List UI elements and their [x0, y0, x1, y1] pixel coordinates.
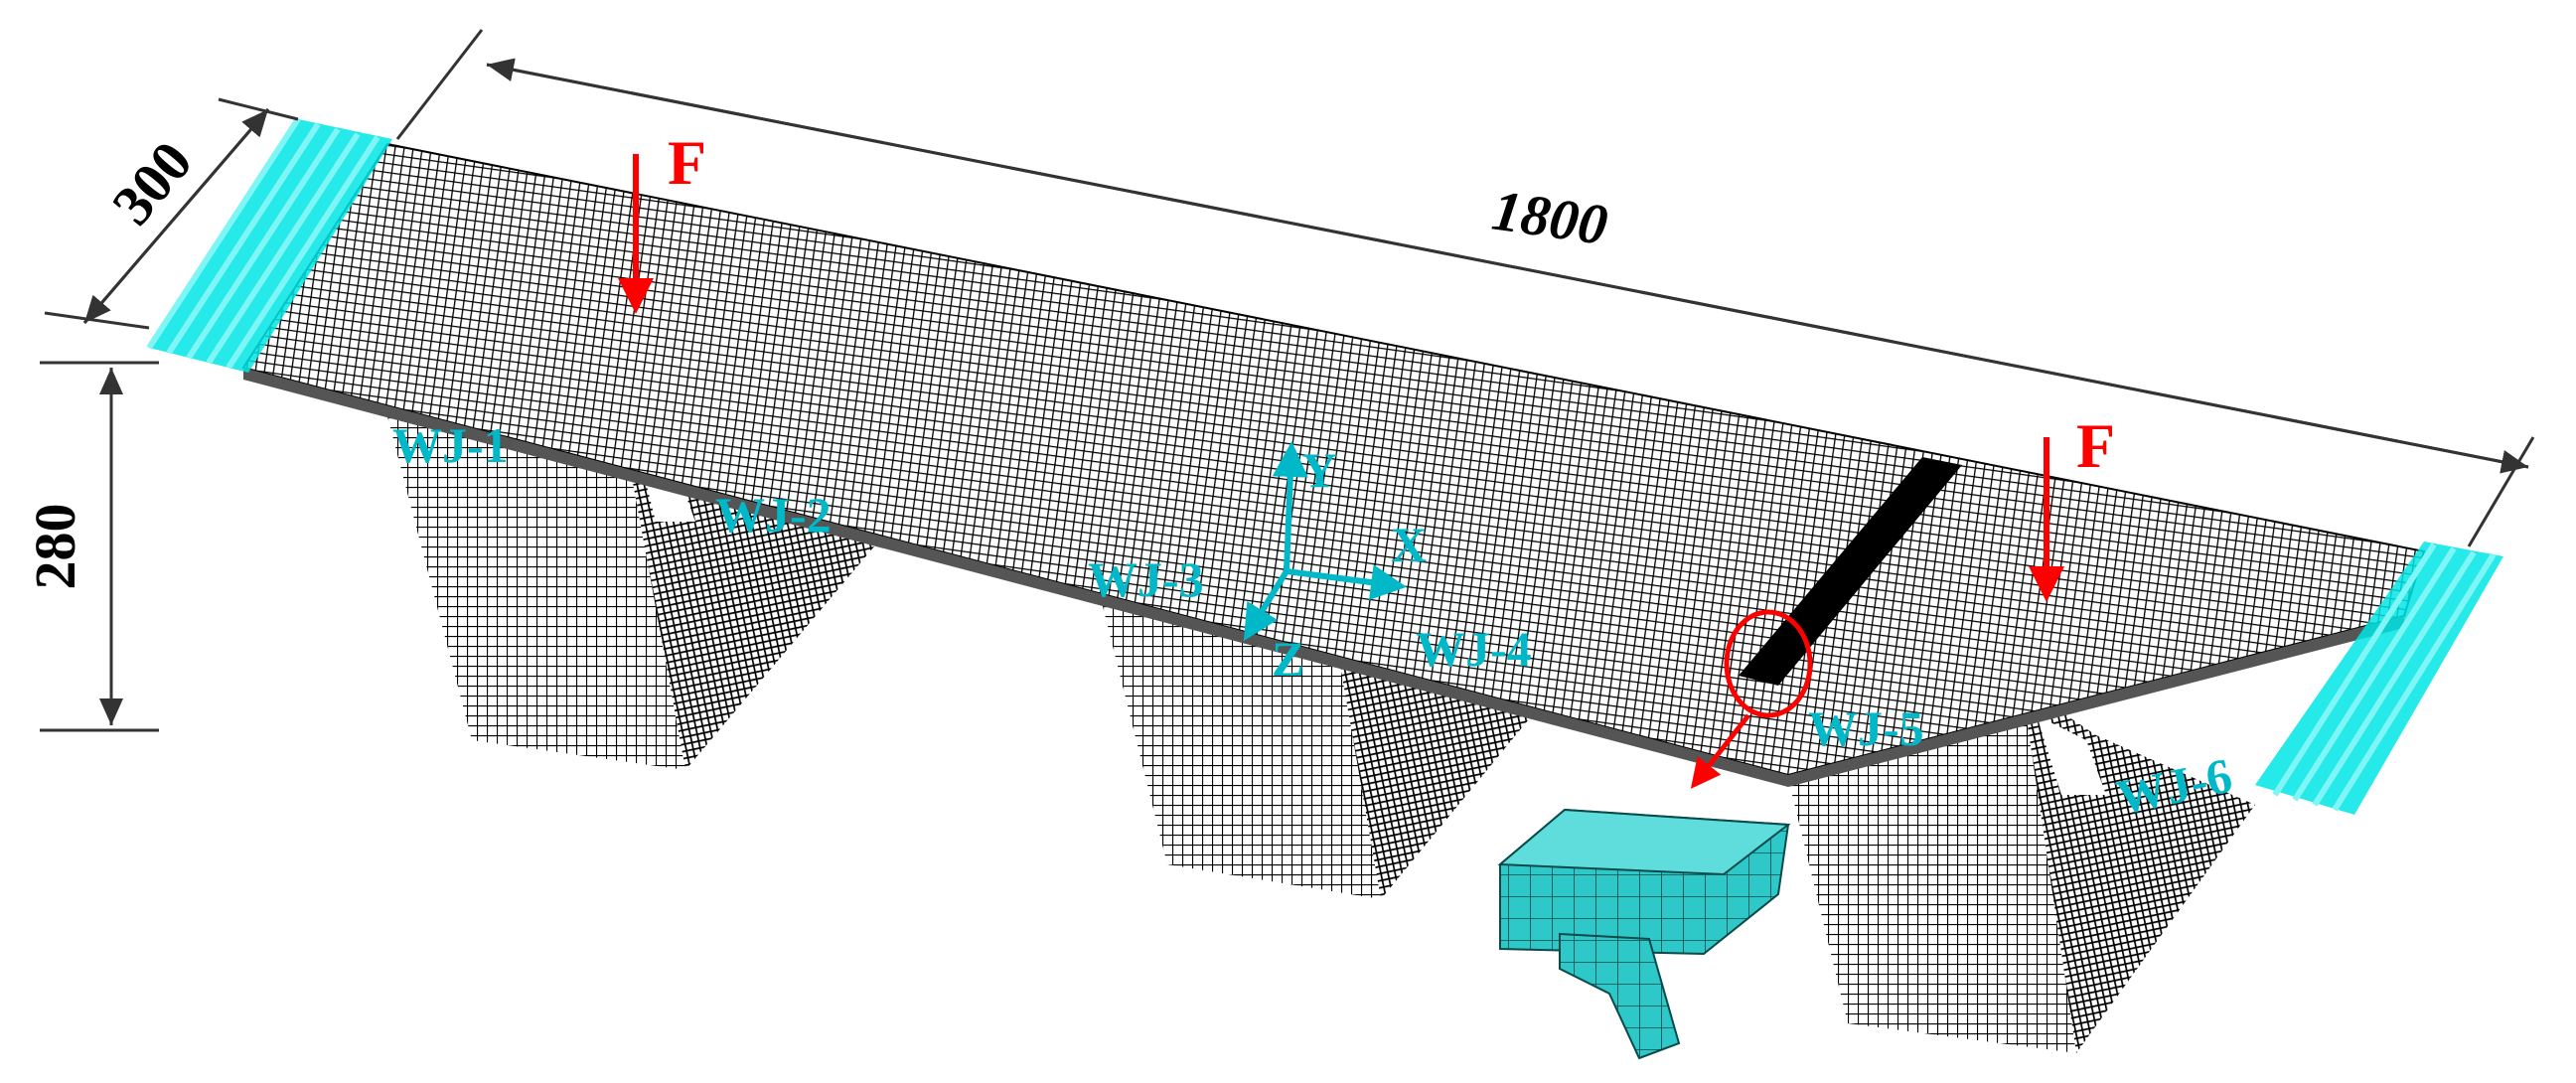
weld-label-4: WJ-4	[1416, 621, 1532, 677]
weld-label-5: WJ-5	[1808, 700, 1924, 756]
load-label-1: F	[668, 127, 706, 198]
load-arrow-2: F	[2029, 410, 2115, 602]
coordinate-axes: Y X Z	[1243, 441, 1427, 687]
detail-callout	[1690, 609, 1813, 789]
width-label: 300	[99, 129, 205, 236]
axis-z-label: Z	[1272, 631, 1304, 687]
dimension-height: 280	[23, 361, 159, 732]
weld-label-1: WJ-1	[392, 417, 509, 473]
weld-label-2: WJ-2	[715, 487, 832, 542]
axis-y-label: Y	[1301, 442, 1337, 498]
axis-x-label: X	[1391, 517, 1427, 572]
load-label-2: F	[2076, 410, 2115, 481]
fixed-boundary-right	[2255, 542, 2503, 815]
refined-mesh-band	[1739, 457, 1962, 686]
weld-label-3: WJ-3	[1088, 551, 1204, 607]
length-label: 1800	[1488, 178, 1611, 258]
fixed-boundary-left	[146, 117, 392, 373]
load-arrow-1: F	[618, 127, 706, 314]
height-label: 280	[23, 504, 87, 590]
weld-detail-mesh	[1497, 808, 1791, 1060]
dimension-length: 1800	[395, 29, 2535, 547]
